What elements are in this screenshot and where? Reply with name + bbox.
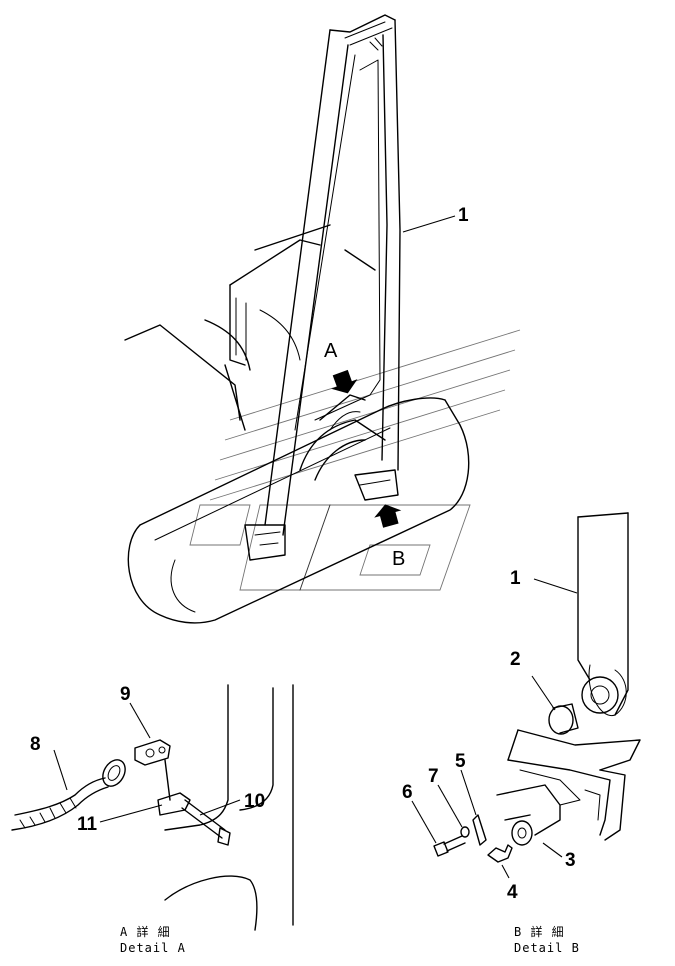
watermark-logo [189, 329, 521, 591]
callout-6: 6 [402, 782, 413, 803]
caption-detail-a-jp: A 詳 細 [120, 924, 171, 939]
callout-2: 2 [510, 649, 521, 670]
callout-7: 7 [428, 766, 439, 787]
caption-detail-b-en: Detail B [514, 941, 580, 955]
callout-11: 11 [77, 814, 98, 835]
arrow-a-icon [331, 369, 358, 394]
callout-4: 4 [507, 882, 518, 903]
view-marker-a: A [324, 340, 338, 362]
caption-detail-b-jp: B 詳 細 [514, 924, 565, 939]
callout-3: 3 [565, 850, 576, 871]
callout-8: 8 [30, 734, 41, 755]
callout-1-detail: 1 [510, 568, 521, 589]
machine-body [124, 14, 470, 624]
detail-a-drawing [11, 684, 294, 931]
callout-1-main: 1 [458, 205, 469, 226]
callout-10: 10 [244, 791, 265, 812]
view-marker-b: B [392, 548, 405, 570]
detail-b-drawing [433, 512, 641, 863]
callout-5: 5 [455, 751, 466, 772]
caption-detail-a-en: Detail A [120, 941, 186, 955]
callout-9: 9 [120, 684, 131, 705]
arrow-b-icon [374, 504, 402, 528]
